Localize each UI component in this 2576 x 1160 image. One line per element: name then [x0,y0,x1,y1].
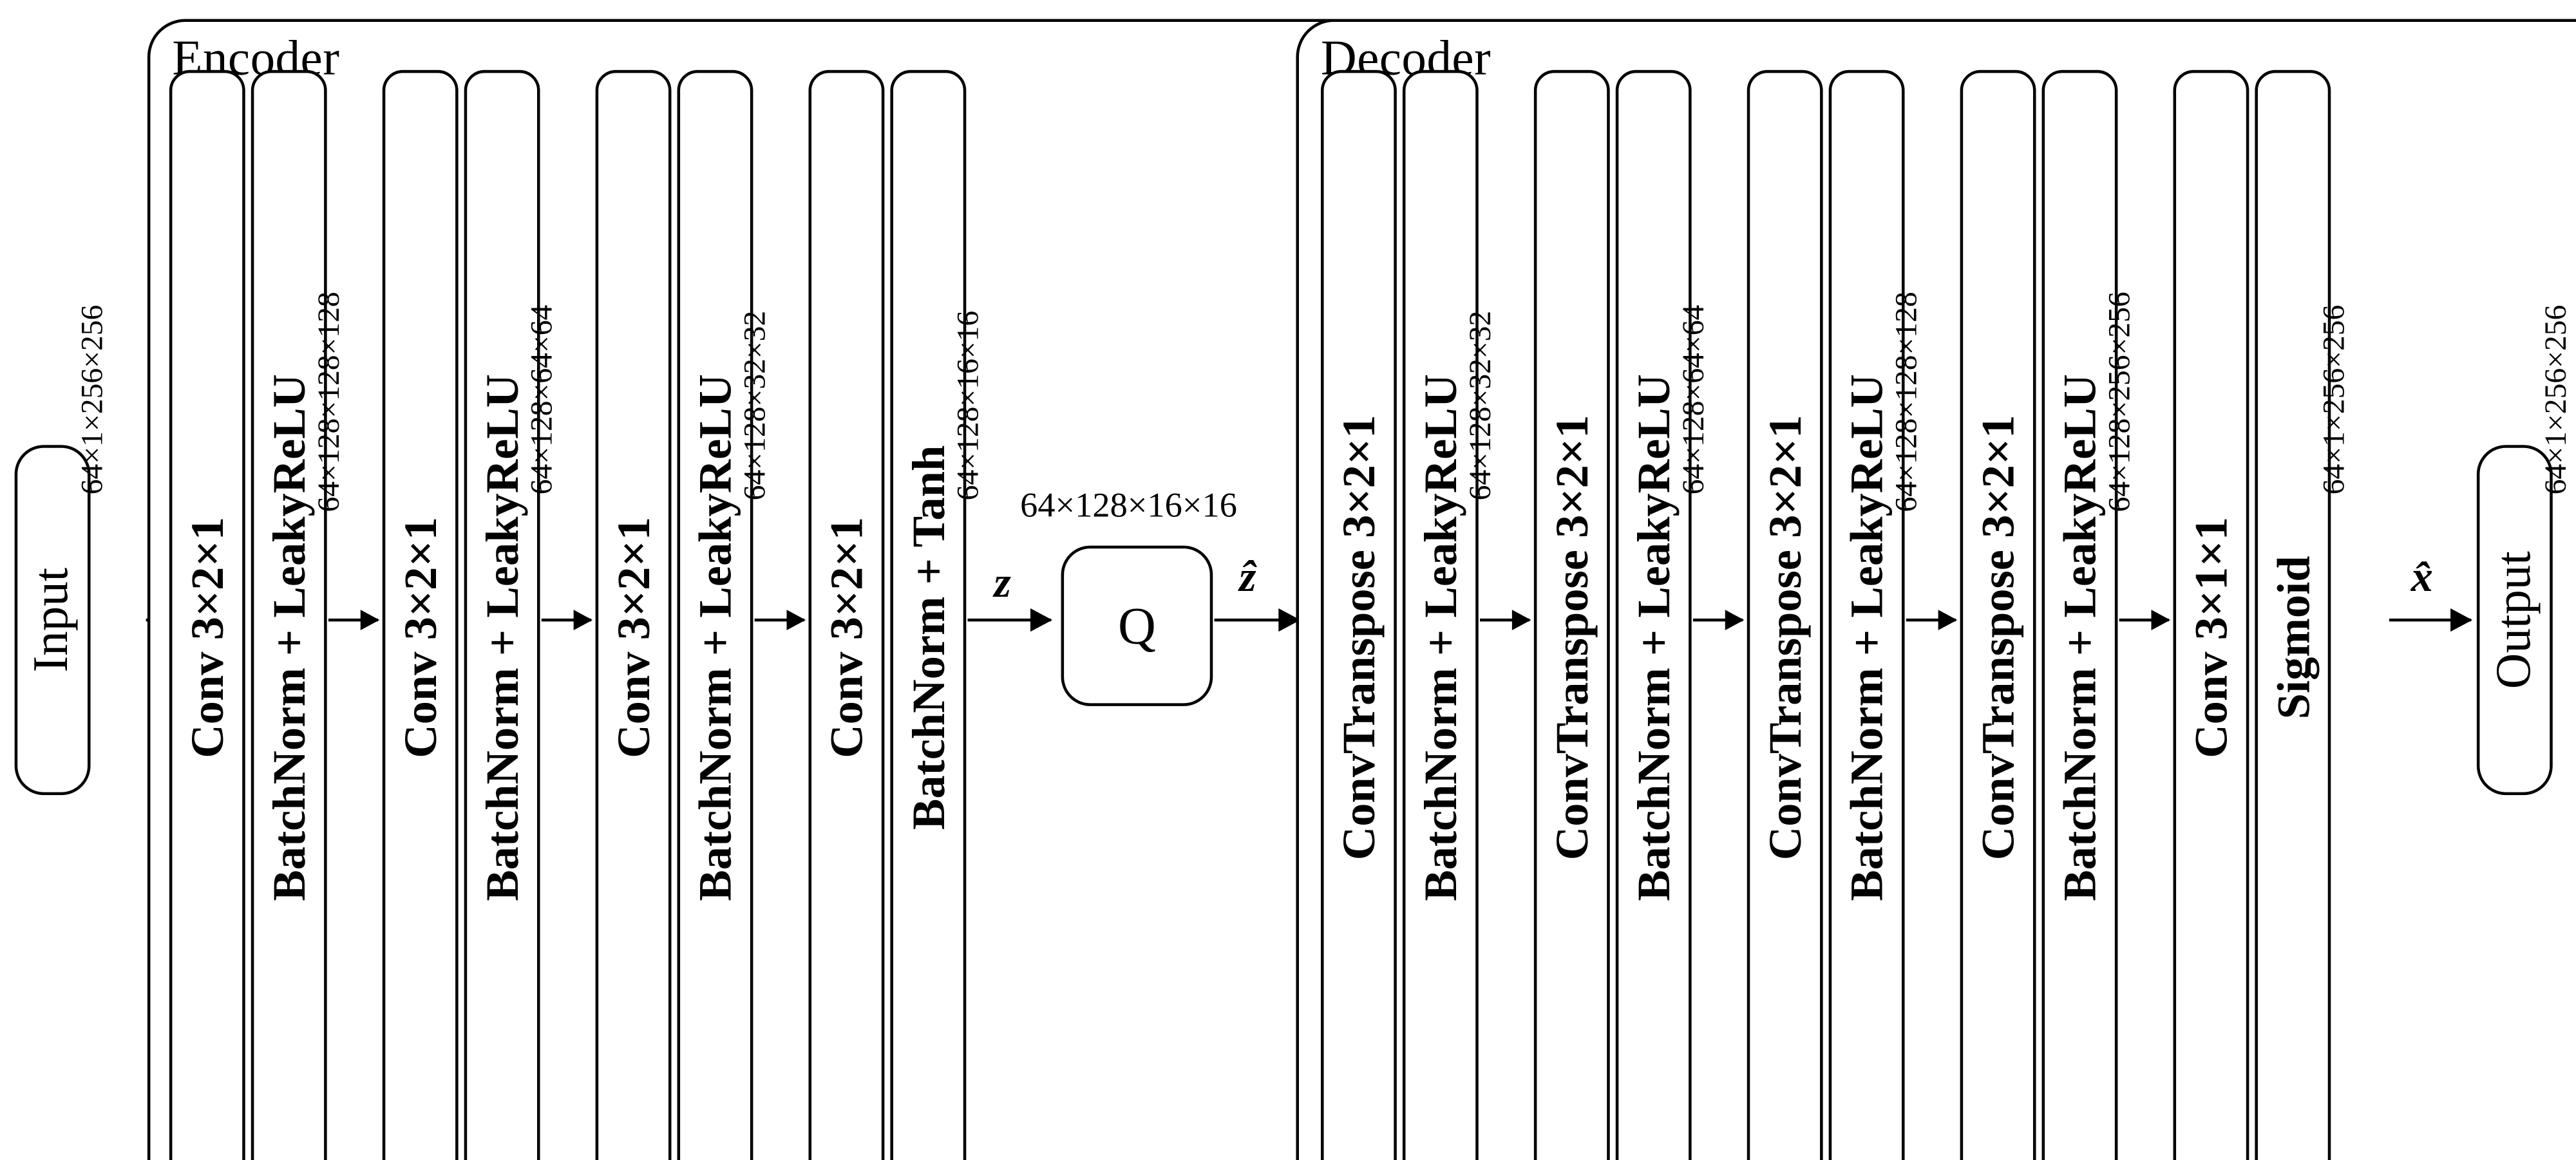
encoder-shape-3: 64×128×32×32 [737,310,772,501]
encoder-norm-4: BatchNorm + Tanh [890,70,967,1160]
encoder-conv-1: Conv 3×2×1 [169,70,245,1160]
arrow-decoder-to-output [2389,608,2473,632]
decoder-norm-3-label: BatchNorm + LeakyReLU [1840,373,1893,901]
arrow-decoder-3-4 [1906,610,1958,631]
encoder-conv-1-label: Conv 3×2×1 [181,516,234,758]
decoder-head-activation-label: Sigmoid [2266,555,2320,719]
encoder-norm-3: BatchNorm + LeakyReLU [677,70,753,1160]
encoder-norm-1: BatchNorm + LeakyReLU [251,70,327,1160]
decoder-conv-3: ConvTranspose 3×2×1 [1747,70,1823,1160]
decoder-shape-2: 64×128×64×64 [1675,304,1711,495]
decoder-norm-4-label: BatchNorm + LeakyReLU [2053,373,2107,901]
decoder-conv-1: ConvTranspose 3×2×1 [1320,70,1397,1160]
decoder-head-activation: Sigmoid [2255,70,2331,1160]
encoder-shape-1: 64×128×128×128 [310,292,346,512]
decoder-shape-3: 64×128×128×128 [1888,292,1924,512]
decoder-head-conv: Conv 3×1×1 [2173,70,2249,1160]
arrow-decoder-2-3 [1692,610,1745,631]
input-box: Input [14,445,91,796]
encoder-shape-4: 64×128×16×16 [950,310,985,501]
quantizer-label: Q [1117,596,1156,655]
encoder-norm-3-label: BatchNorm + LeakyReLU [688,373,742,901]
output-label: Output [2486,551,2541,689]
symbol-z-hat: ẑ [1239,552,1256,601]
decoder-norm-2: BatchNorm + LeakyReLU [1615,70,1692,1160]
decoder-norm-4: BatchNorm + LeakyReLU [2041,70,2118,1160]
decoder-norm-3: BatchNorm + LeakyReLU [1828,70,1905,1160]
arrow-encoder-3-4 [754,610,806,631]
decoder-group [1296,19,2576,1160]
decoder-conv-1-label: ConvTranspose 3×2×1 [1332,414,1385,860]
decoder-shape-1: 64×128×32×32 [1462,310,1498,501]
decoder-norm-1-label: BatchNorm + LeakyReLU [1414,373,1467,901]
diagram-canvas: Input 64×1×256×256 x Encoder Conv 3×2×1 … [14,19,2576,1160]
symbol-z: z [994,558,1011,607]
decoder-conv-2-label: ConvTranspose 3×2×1 [1546,414,1598,860]
output-shape-label: 64×1×256×256 [2538,304,2573,495]
bottleneck-shape-label: 64×128×16×16 [1020,487,1237,525]
encoder-conv-4-label: Conv 3×2×1 [820,516,873,758]
decoder-head-shape: 64×1×256×256 [2316,304,2351,495]
quantizer-box: Q [1061,545,1213,706]
decoder-conv-2: ConvTranspose 3×2×1 [1533,70,1610,1160]
arrow-encoder-2-3 [541,610,593,631]
encoder-conv-2-label: Conv 3×2×1 [393,516,447,758]
decoder-conv-4: ConvTranspose 3×2×1 [1960,70,2036,1160]
encoder-conv-4: Conv 3×2×1 [808,70,885,1160]
decoder-conv-3-label: ConvTranspose 3×2×1 [1758,414,1812,860]
arrow-decoder-4-head [2119,610,2170,631]
decoder-norm-1: BatchNorm + LeakyReLU [1402,70,1479,1160]
decoder-head-conv-label: Conv 3×1×1 [2184,516,2238,758]
encoder-norm-2: BatchNorm + LeakyReLU [464,70,540,1160]
encoder-norm-2-label: BatchNorm + LeakyReLU [475,373,529,901]
decoder-shape-4: 64×128×256×256 [2101,292,2137,512]
arrow-decoder-1-2 [1480,610,1531,631]
arrow-encoder-to-q [967,608,1052,632]
arrow-encoder-1-2 [328,610,380,631]
encoder-norm-1-label: BatchNorm + LeakyReLU [262,373,316,901]
encoder-conv-3: Conv 3×2×1 [595,70,672,1160]
encoder-shape-2: 64×128×64×64 [524,304,559,495]
encoder-conv-2: Conv 3×2×1 [382,70,459,1160]
input-label: Input [24,567,79,673]
input-shape-label: 64×1×256×256 [74,304,109,495]
decoder-norm-2-label: BatchNorm + LeakyReLU [1627,373,1680,901]
symbol-x-hat: x̂ [2410,552,2433,601]
arrow-q-to-decoder [1214,608,1301,632]
encoder-norm-4-label: BatchNorm + Tanh [902,444,955,829]
decoder-conv-4-label: ConvTranspose 3×2×1 [1971,414,2025,860]
output-box: Output [2476,445,2553,796]
encoder-conv-3-label: Conv 3×2×1 [607,516,660,758]
